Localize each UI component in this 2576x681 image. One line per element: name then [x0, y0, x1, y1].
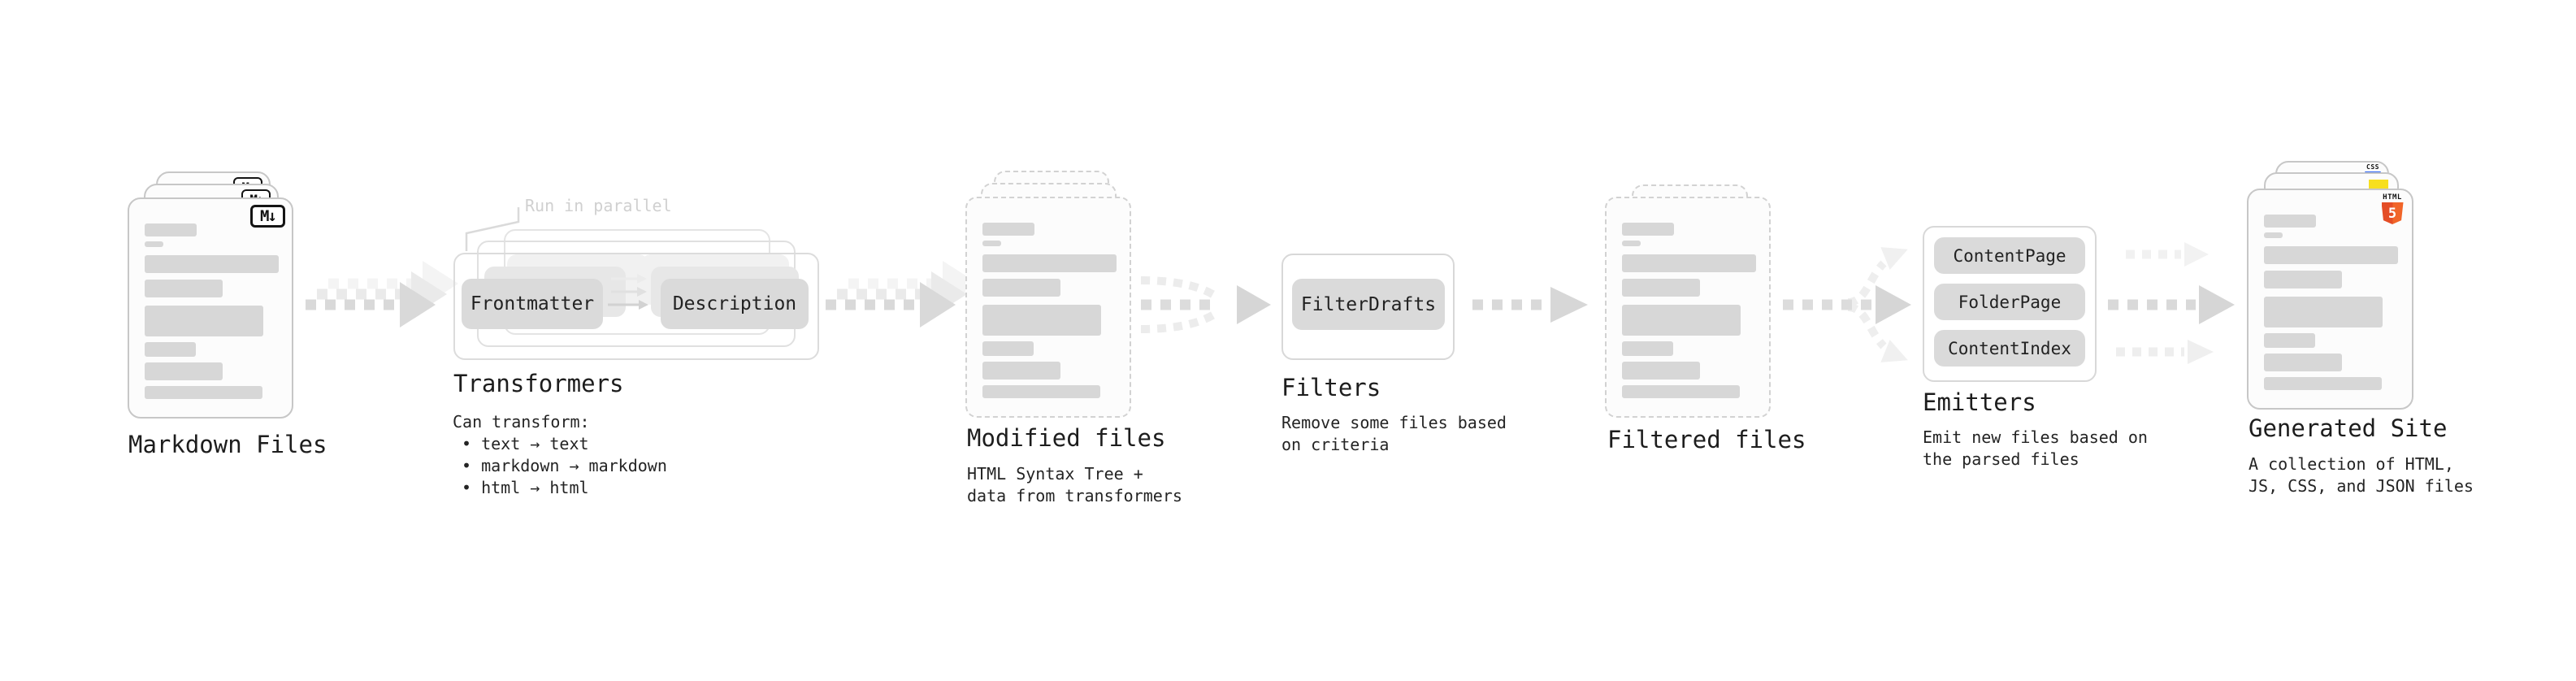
text-line-bar [2264, 354, 2342, 371]
arrow-emitters-to-generated [2108, 242, 2235, 364]
text-line-bar [1622, 362, 1700, 380]
text-line-bar [145, 255, 279, 273]
modified-files-label: Modified files [967, 424, 1166, 452]
contentpage-pill: ContentPage [1934, 237, 2085, 274]
css-badge-label: CSS [2366, 163, 2379, 171]
filters-desc-line: Remove some files based [1281, 413, 1507, 432]
text-line-bar [2264, 232, 2283, 238]
transformer-container-front [453, 253, 819, 360]
text-line-bar [2264, 297, 2383, 327]
text-line-bar [1622, 341, 1673, 356]
folderpage-pill: FolderPage [1934, 284, 2085, 320]
text-line-bar [982, 223, 1034, 236]
description-pill: Description [661, 279, 809, 329]
generated-site-desc-line: JS, CSS, and JSON files [2249, 476, 2474, 496]
emitters-desc-line: the parsed files [1923, 449, 2079, 469]
text-line-bar [1622, 254, 1756, 272]
emitters-desc-line: Emit new files based on [1923, 427, 2148, 447]
html5-shield: 5 [2381, 202, 2404, 224]
text-line-bar [982, 341, 1034, 356]
transformers-bullet: • markdown → markdown [462, 456, 667, 475]
html5-number: 5 [2387, 205, 2397, 222]
filtered-files-label: Filtered files [1607, 426, 1806, 453]
markdown-files-label: Markdown Files [128, 431, 327, 458]
text-line-bar [2264, 333, 2315, 348]
text-line-bar [1622, 385, 1740, 398]
transformers-bullet: • text → text [462, 434, 589, 453]
filters-label: Filters [1281, 374, 1381, 401]
text-line-bar [145, 306, 263, 336]
text-line-bar [2264, 215, 2316, 228]
filtered-file-card-front [1605, 197, 1771, 418]
contentindex-pill: ContentIndex [1934, 330, 2085, 367]
arrow-transformers-to-modified [826, 261, 978, 327]
modified-files-desc-line: HTML Syntax Tree + [967, 464, 1143, 484]
run-in-parallel-annotation: Run in parallel [525, 196, 672, 215]
arrow-filters-to-filtered [1472, 287, 1588, 323]
modified-file-card-front [965, 197, 1131, 418]
text-line-bar [982, 279, 1060, 297]
annotation-connector-line [465, 207, 520, 251]
filters-desc-line: on criteria [1281, 435, 1390, 454]
text-line-bar [982, 385, 1100, 398]
js-badge-icon [2369, 180, 2388, 189]
generated-site-desc: A collection of HTML, JS, CSS, and JSON … [2249, 453, 2474, 497]
text-line-bar [1622, 279, 1700, 297]
arrow-modified-to-filters-merge [1140, 276, 1271, 333]
emitters-label: Emitters [1923, 388, 2036, 416]
arrow-markdown-to-transformers [306, 261, 458, 327]
text-line-bar [982, 362, 1060, 380]
frontmatter-pill: Frontmatter [462, 279, 603, 329]
emitters-desc: Emit new files based on the parsed files [1923, 427, 2148, 471]
filters-desc: Remove some files based on criteria [1281, 412, 1507, 456]
text-line-bar [145, 342, 196, 357]
text-line-bar [145, 223, 197, 236]
modified-files-desc-line: data from transformers [967, 486, 1182, 505]
text-line-bar [1622, 223, 1674, 236]
text-line-bar [145, 280, 223, 297]
text-line-bar [145, 362, 223, 380]
transformers-bullet: • html → html [462, 478, 589, 497]
text-line-bar [1622, 241, 1641, 246]
text-line-bar [2264, 377, 2382, 390]
arrow-filtered-to-emitters-fork [1783, 247, 1911, 362]
text-line-bar [145, 386, 262, 399]
transformers-label: Transformers [453, 370, 624, 397]
text-line-bar [2264, 271, 2342, 288]
modified-files-desc: HTML Syntax Tree + data from transformer… [967, 463, 1182, 507]
html5-icon: HTML 5 [2380, 193, 2405, 224]
markdown-icon: M↓ [250, 205, 285, 228]
markdown-file-card-front: M↓ [128, 197, 293, 419]
transformers-desc-title: Can transform: [453, 412, 590, 432]
generated-file-card-html: HTML 5 [2247, 189, 2413, 410]
text-line-bar [145, 241, 163, 247]
text-line-bar [982, 305, 1101, 336]
text-line-bar [2264, 246, 2398, 264]
text-line-bar [982, 254, 1117, 272]
text-line-bar [1622, 305, 1741, 336]
filterdrafts-pill: FilterDrafts [1292, 279, 1445, 330]
generated-site-label: Generated Site [2249, 414, 2448, 442]
html5-brand-label: HTML [2383, 193, 2402, 202]
generated-site-desc-line: A collection of HTML, [2249, 454, 2454, 474]
text-line-bar [982, 241, 1001, 246]
pill-connector-arrows [608, 274, 648, 310]
